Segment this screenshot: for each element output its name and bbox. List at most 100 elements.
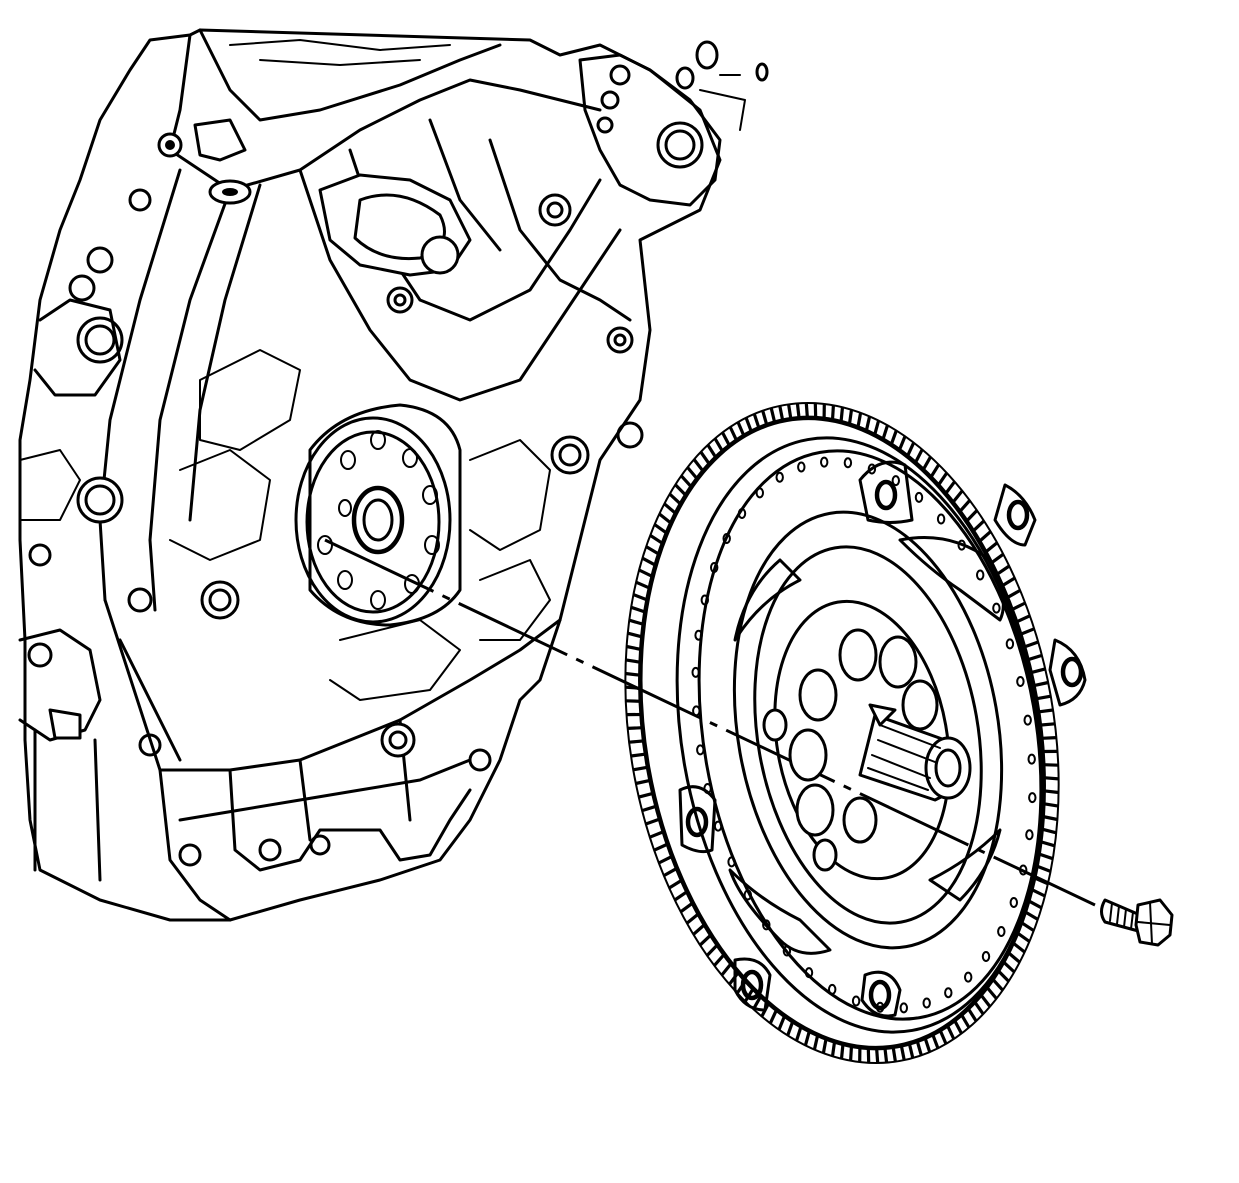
gear-tooth [1007,951,1021,964]
gear-tooth [839,407,845,423]
gear-tooth [1030,887,1046,898]
rim-hole [820,456,829,468]
rim-hole [1016,676,1025,687]
gear-tooth [699,933,713,947]
rim-hole [775,471,784,483]
gear-tooth [1039,840,1056,848]
gear-tooth [720,962,733,977]
gear-tooth [803,1030,811,1046]
gear-tooth [936,471,949,487]
gear-tooth [736,421,746,437]
ring-gear [624,401,1060,1065]
gear-tooth [641,804,657,813]
gear-tooth [891,1046,897,1062]
gear-tooth [1037,708,1054,714]
gear-tooth [680,474,693,488]
gear-tooth [856,412,863,428]
gear-tooth [1041,827,1057,835]
rim-hole [922,997,931,1009]
gear-tooth [1002,960,1016,974]
rim-hole [737,508,747,519]
gear-tooth [1043,802,1059,808]
gear-tooth [899,1045,906,1061]
gear-tooth [768,1009,779,1024]
gear-tooth [699,450,711,466]
gear-tooth [1043,776,1059,781]
gear-tooth [830,405,835,421]
gear-tooth [985,986,998,1000]
gear-tooth [769,407,777,423]
gear-tooth [668,878,683,890]
gear-tooth [674,483,688,497]
gear-tooth [929,463,941,479]
gear-tooth [1020,921,1035,933]
rim-hole [867,463,877,475]
gear-tooth [752,413,761,429]
gear-tooth [744,417,753,433]
gear-tooth [668,492,682,506]
gear-tooth [706,444,718,459]
gear-tooth [630,605,646,614]
gear-tooth [1033,876,1049,886]
rim-hole [700,594,709,606]
rim-hole [891,475,900,487]
gear-tooth [1036,864,1052,873]
gear-tooth [1011,941,1026,954]
gear-tooth [787,404,793,420]
gear-tooth [626,644,642,652]
alignment-centerline [324,538,1096,907]
rim-hole [691,666,700,678]
gear-tooth [663,502,677,515]
gear-tooth [713,437,724,453]
gear-tooth [996,969,1010,983]
rim-hole [957,539,966,551]
rim-hole [992,602,1001,614]
gear-tooth [965,509,979,523]
gear-tooth [960,1013,971,1029]
gear-tooth [905,442,916,457]
gear-tooth [804,402,809,419]
gear-tooth [625,671,641,677]
gear-tooth [945,1024,956,1040]
gear-tooth [984,541,999,554]
gear-tooth [713,953,726,967]
gear-tooth [1039,722,1056,727]
gear-tooth [979,993,992,1008]
gear-tooth [794,1025,803,1042]
rim-hole [710,562,719,573]
gear-tooth [849,1045,854,1061]
rim-hole [1027,753,1036,765]
gear-tooth [971,519,985,533]
gear-tooth [1027,899,1043,910]
rim-hole [804,967,814,979]
rim-hole [762,919,771,931]
engine-block [18,28,769,922]
gear-tooth [1041,736,1057,740]
gear-tooth [658,512,673,525]
gear-tooth [627,631,643,639]
gear-tooth [839,1043,845,1059]
gear-tooth [1016,931,1031,943]
rim-hole [976,569,985,581]
flexplate-tabs [678,460,1087,1018]
rim-hole [875,1001,885,1013]
ring-gear-outline [624,401,1060,1065]
gear-tooth [795,403,801,419]
gear-tooth [692,458,705,473]
flexplate-perimeter-holes [691,456,1037,1014]
gear-tooth [679,901,694,914]
gear-tooth [913,448,924,464]
gear-tooth [761,410,769,426]
gear-tooth [1001,576,1016,588]
gear-tooth [1015,614,1031,624]
gear-tooth [1043,789,1059,795]
gear-tooth [931,1033,940,1049]
gear-tooth [632,765,649,772]
gear-tooth [692,923,706,936]
rim-hole [997,926,1006,937]
gear-tooth [966,1007,978,1022]
gear-tooth [875,1047,880,1064]
gear-tooth [778,405,785,421]
